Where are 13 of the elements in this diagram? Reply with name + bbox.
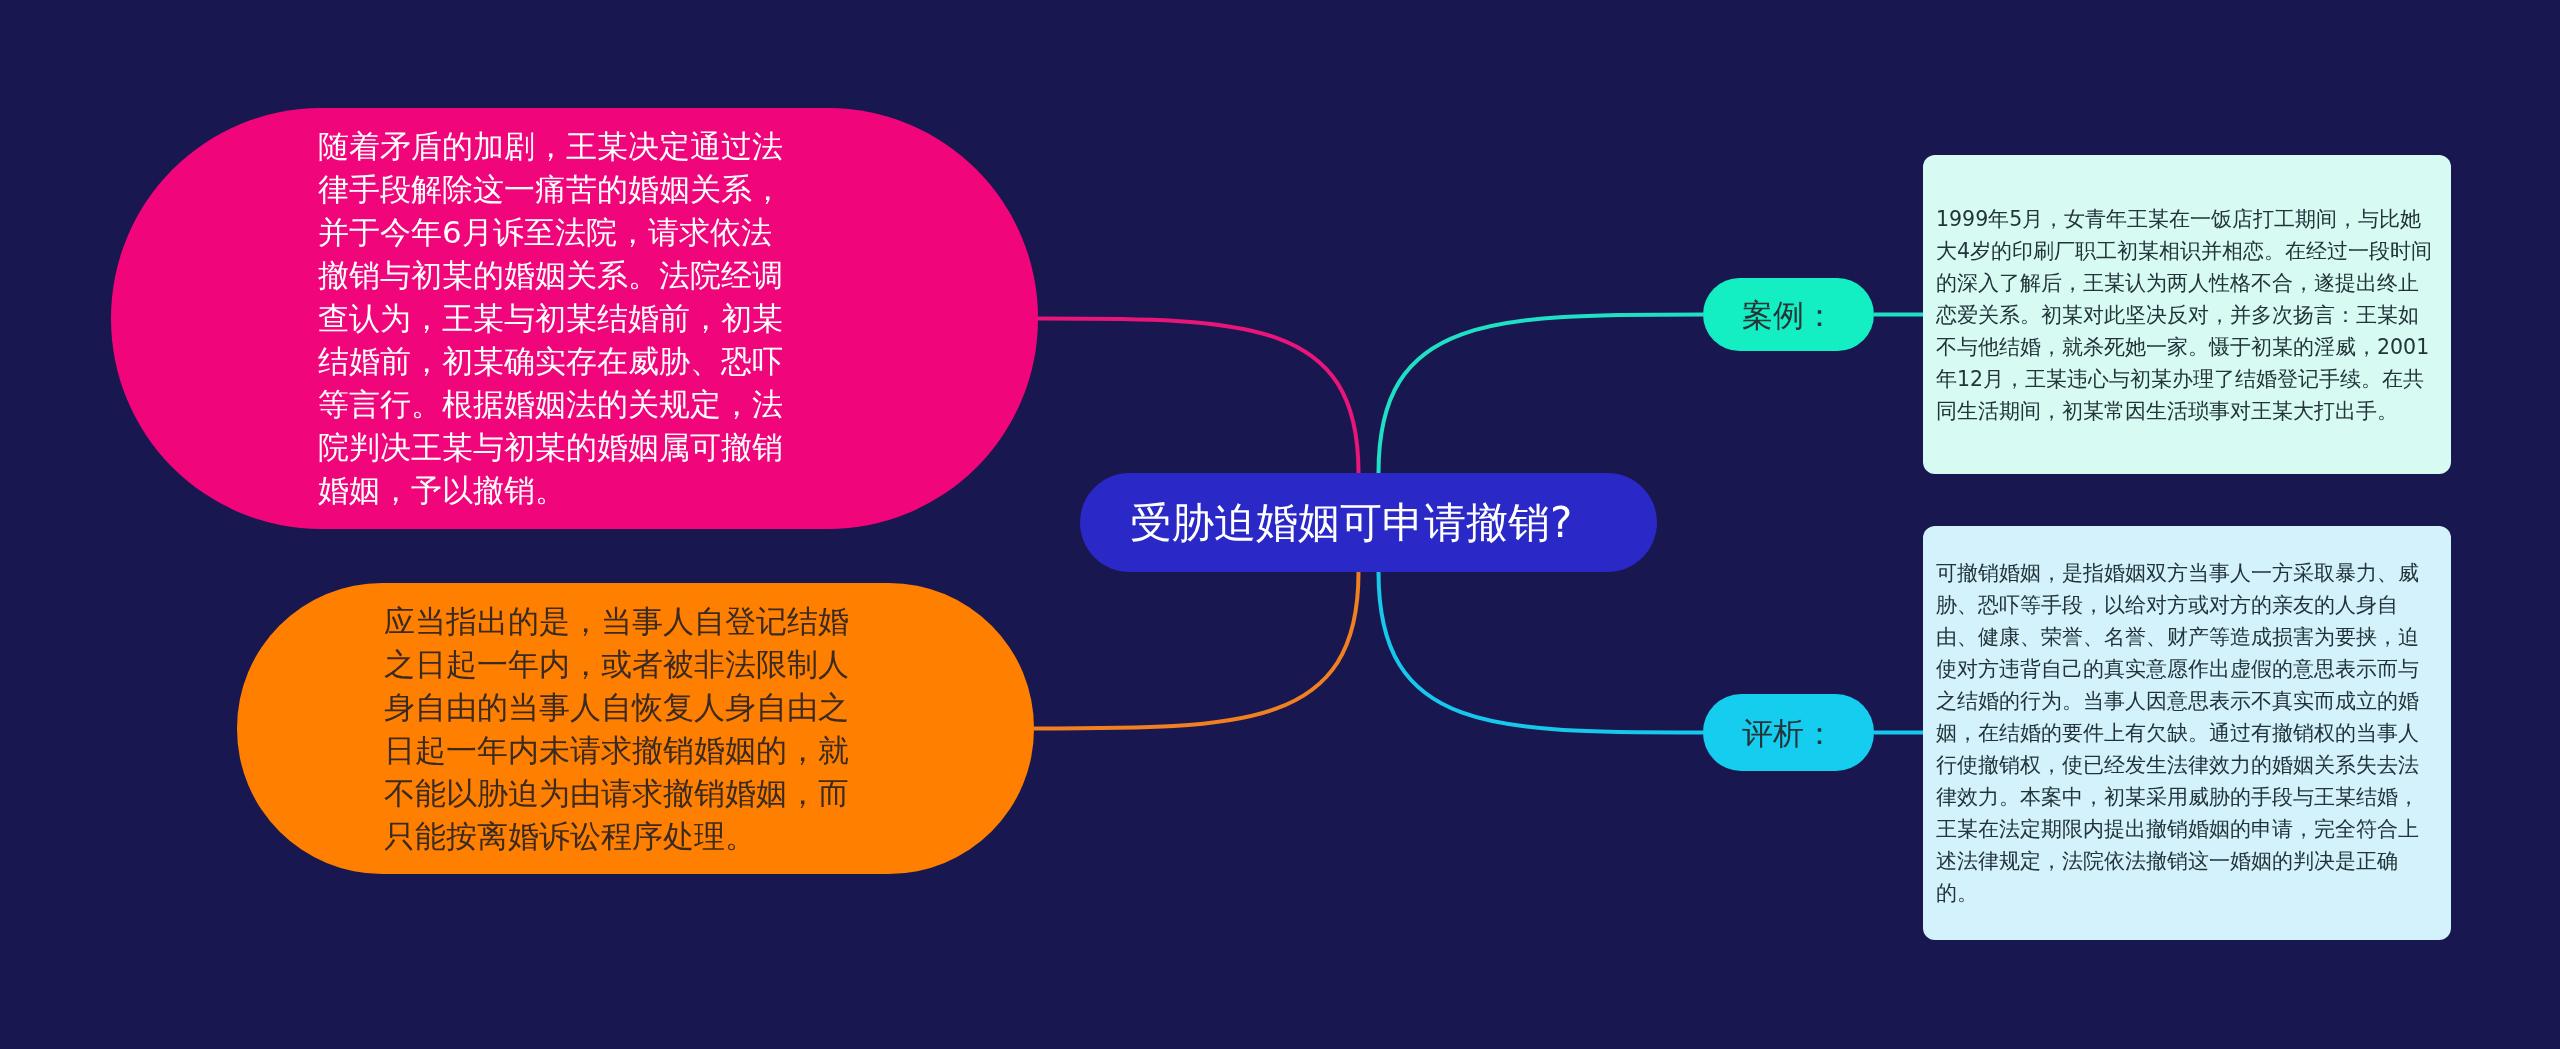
connector-line <box>1376 571 1703 735</box>
note-bubble: 随着矛盾的加剧，王某决定通过法律手段解除这一痛苦的婚姻关系，并于今年6月诉至法院，请求依法撤销与初某的婚姻关系。法院经调查认为，王某与初某结婚前，初某结婚前，初某确实存在威胁、恐吓等言行。根据婚姻法的关规定，法院判决王某与初某的婚姻属可撤销婚姻，予以撤销。 <box>111 108 1038 529</box>
connector-line <box>1874 312 1923 317</box>
connector-line <box>1376 312 1703 474</box>
topic-bubble: 受胁迫婚姻可申请撤销? <box>1080 473 1657 572</box>
text-card: 可撤销婚姻，是指婚姻双方当事人一方采取暴力、威胁、恐吓等手段，以给对方或对方的亲友的人身自由、健康、荣誉、名誉、财产等造成损害为要挟，迫使对方违背自己的真实意愿作出虚假的意思表示而与之结婚的行为。当事人因意思表示不真实而成立的婚姻，在结婚的要件上有欠缺。通过有撤销权的当事人行使撤销权，使已经发生法律效力的婚姻关系失去法律效力。本案中，初某采用威胁的手段与王某结婚，王某在法定期限内提出撤销婚姻的申请，完全符合上述法律规定，法院依法撤销这一婚姻的判决是正确的。 <box>1923 526 2451 940</box>
label-bubble: 评析： <box>1703 694 1874 771</box>
connector-line <box>1034 571 1361 731</box>
connector-line <box>1038 316 1361 474</box>
text-card: 1999年5月，女青年王某在一饭店打工期间，与比她大4岁的印刷厂职工初某相识并相恋。在经过一段时间的深入了解后，王某认为两人性格不合，遂提出终止恋爱关系。初某对此坚决反对，并多次扬言：王某如不与他结婚，就杀死她一家。慑于初某的淫威，2001年12月，王某违心与初某办理了结婚登记手续。在共同生活期间，初某常因生活琐事对王某大打出手。 <box>1923 155 2451 474</box>
connector-line <box>1874 730 1923 735</box>
note-bubble: 应当指出的是，当事人自登记结婚之日起一年内，或者被非法限制人身自由的当事人自恢复人身自由之日起一年内未请求撤销婚姻的，就不能以胁迫为由请求撤销婚姻，而只能按离婚诉讼程序处理。 <box>237 583 1034 874</box>
label-bubble: 案例： <box>1703 278 1874 351</box>
